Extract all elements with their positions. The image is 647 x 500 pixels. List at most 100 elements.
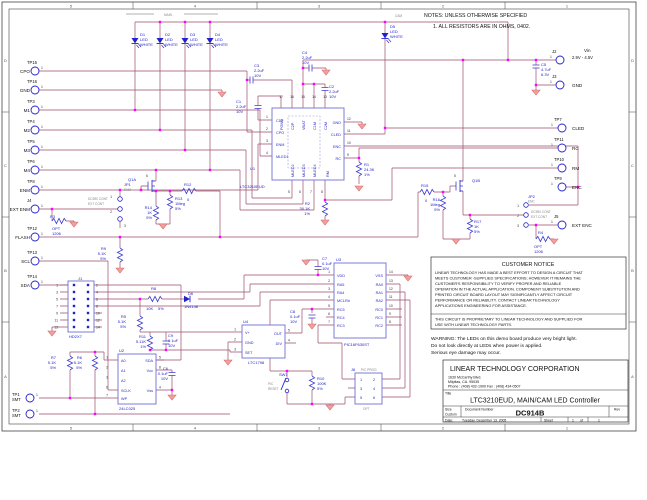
svg-text:PRINTED CIRCUIT BOARD LAYOUT M: PRINTED CIRCUIT BOARD LAYOUT MAY SIGNIFI… — [435, 292, 573, 297]
svg-text:5%: 5% — [175, 206, 181, 211]
svg-text:MEETS CUSTOMER -SUPPLIED SPECI: MEETS CUSTOMER -SUPPLIED SPECIFICATIONS;… — [435, 276, 581, 281]
svg-text:PIC16F630ST: PIC16F630ST — [344, 342, 370, 347]
res-r9: R95.1K5% — [98, 246, 124, 263]
svg-text:6: 6 — [299, 190, 301, 194]
svg-text:9: 9 — [389, 312, 391, 316]
svg-text:R17: R17 — [474, 219, 482, 224]
svg-text:J6: J6 — [351, 367, 356, 372]
svg-text:C: C — [4, 163, 7, 168]
svg-text:2.9V - 4.5V: 2.9V - 4.5V — [572, 55, 593, 60]
svg-text:LED: LED — [165, 37, 173, 42]
svg-text:Vin: Vin — [584, 48, 591, 53]
svg-text:1: 1 — [41, 145, 43, 149]
mosfet-q1b: Q1B 5 — [454, 174, 480, 193]
svg-text:A: A — [4, 374, 7, 379]
svg-text:D: D — [631, 58, 634, 63]
svg-text:5%: 5% — [158, 306, 164, 311]
svg-text:1N4148: 1N4148 — [184, 304, 199, 309]
svg-text:0.1uF: 0.1uF — [158, 371, 169, 376]
svg-text:5.1K: 5.1K — [118, 319, 127, 324]
svg-text:3: 3 — [318, 4, 321, 9]
res-r5: R55.1K5% — [118, 314, 144, 331]
u2-24lc025: U2 24LC025 A0 A1 A2 SCLK WP 1 2 3 6 7 SD… — [106, 348, 161, 411]
svg-text:7: 7 — [56, 305, 58, 309]
svg-text:Q1B: Q1B — [472, 178, 480, 183]
svg-text:5: 5 — [70, 4, 73, 9]
header-j1: J1 HD2X7 1 3 5 7 9 11 13 2 4 6 8 10 12 1… — [54, 276, 100, 339]
svg-text:B: B — [631, 268, 634, 273]
svg-text:1%: 1% — [364, 172, 370, 177]
svg-text:Do not look directly at LEDs w: Do not look directly at LEDs when power … — [431, 343, 542, 349]
svg-text:D5: D5 — [390, 24, 396, 29]
svg-text:CUSTOMER'S RESPONSIBILITY TO V: CUSTOMER'S RESPONSIBILITY TO VERIFY PROP… — [435, 281, 562, 286]
svg-text:A: A — [631, 374, 634, 379]
svg-text:MLED3: MLED3 — [302, 164, 306, 177]
svg-text:1: 1 — [566, 4, 569, 9]
svg-text:17: 17 — [279, 95, 283, 99]
svg-text:CPO: CPO — [20, 69, 30, 74]
svg-text:15: 15 — [301, 95, 305, 99]
svg-text:R14: R14 — [145, 205, 153, 210]
svg-text:R12: R12 — [184, 182, 192, 187]
svg-text:RC5: RC5 — [337, 308, 345, 312]
svg-text:3: 3 — [106, 376, 108, 380]
svg-text:SCL: SCL — [21, 259, 30, 264]
svg-text:13: 13 — [389, 279, 393, 283]
svg-text:RESET: RESET — [268, 387, 279, 391]
customer-notice: CUSTOMER NOTICE LINEAR TECHNOLOGY HAS MA… — [430, 256, 627, 330]
svg-text:R15: R15 — [421, 183, 429, 188]
svg-text:C: C — [631, 163, 634, 168]
svg-text:J4: J4 — [27, 198, 32, 203]
svg-text:PIC PROG: PIC PROG — [361, 368, 377, 372]
svg-text:12: 12 — [347, 117, 351, 121]
svg-text:RC2: RC2 — [375, 324, 383, 328]
svg-text:A2: A2 — [121, 379, 126, 383]
svg-text:SDA: SDA — [145, 359, 153, 363]
svg-text:1: 1 — [36, 393, 38, 397]
svg-text:OPT: OPT — [534, 244, 543, 249]
svg-text:ENM: ENM — [276, 143, 284, 147]
svg-text:Phone : (408) 432-1900 Fax :: Phone : (408) 432-1900 Fax : (408) 434-0… — [448, 385, 521, 389]
warning-text: WARNING: The LEDs on this demo board pro… — [431, 336, 577, 356]
svg-text:1: 1 — [551, 143, 553, 147]
svg-text:2: 2 — [373, 378, 375, 382]
svg-text:5%: 5% — [50, 365, 56, 370]
svg-text:R10: R10 — [317, 376, 325, 381]
svg-text:1206: 1206 — [534, 249, 544, 254]
svg-text:12: 12 — [96, 319, 100, 323]
svg-text:R6: R6 — [77, 355, 83, 360]
svg-text:Q1A: Q1A — [128, 177, 136, 182]
led-d2: D2 LED WHITE — [156, 32, 178, 49]
svg-text:1: 1 — [41, 105, 43, 109]
svg-text:1Meg: 1Meg — [430, 202, 440, 207]
svg-text:5%: 5% — [76, 365, 82, 370]
svg-text:1: 1 — [572, 418, 574, 422]
svg-text:LED: LED — [190, 37, 198, 42]
led-d3: D3 LED WHITE — [181, 32, 203, 49]
svg-text:LINEAR TECHNOLOGY HAS MADE A B: LINEAR TECHNOLOGY HAS MADE A BEST EFFORT… — [435, 270, 583, 275]
svg-text:1: 1 — [234, 328, 236, 332]
svg-text:J2: J2 — [552, 49, 557, 54]
svg-text:RA1: RA1 — [376, 291, 383, 295]
svg-text:D3: D3 — [190, 32, 196, 37]
svg-text:ENM: ENM — [20, 188, 30, 193]
svg-text:8: 8 — [159, 366, 161, 370]
jumper-jp2: JP2 ENC DC590 CONT EXT CONT 1 2 3 — [517, 194, 551, 228]
svg-text:JP2: JP2 — [528, 194, 536, 199]
svg-text:1: 1 — [551, 123, 553, 127]
svg-text:1: 1 — [328, 270, 330, 274]
svg-text:5%: 5% — [434, 207, 440, 212]
svg-text:RA2: RA2 — [376, 299, 383, 303]
